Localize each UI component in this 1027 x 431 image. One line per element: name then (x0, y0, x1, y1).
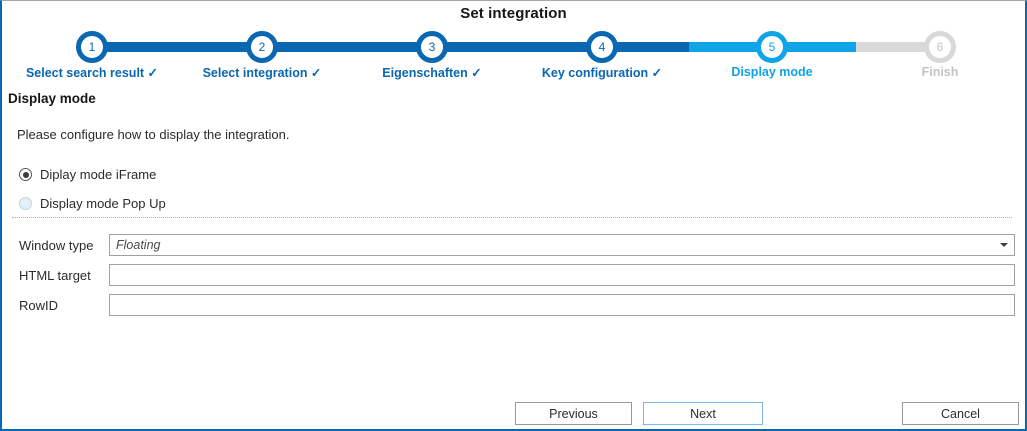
stepper-track-done (92, 42, 689, 52)
field-label: RowID (19, 297, 59, 313)
step-label: Eigenschaften ✓ (382, 66, 482, 80)
field-label: HTML target (19, 267, 91, 283)
field-rowid: RowID (19, 294, 1015, 316)
step-number: 6 (936, 39, 944, 54)
cancel-button[interactable]: Cancel (902, 402, 1019, 425)
radio-option-iframe[interactable]: Diplay mode iFrame (19, 167, 156, 182)
section-heading: Display mode (8, 91, 96, 106)
radio-label: Display mode Pop Up (40, 196, 166, 211)
field-html-target: HTML target (19, 264, 1015, 286)
window-type-value: Floating (116, 238, 161, 252)
html-target-input[interactable] (109, 264, 1015, 286)
step-bullet: 3 (416, 31, 448, 63)
section-intro-text: Please configure how to display the inte… (17, 127, 290, 142)
radio-label: Diplay mode iFrame (40, 167, 157, 182)
step-number: 3 (428, 39, 436, 54)
next-button[interactable]: Next (643, 402, 763, 425)
wizard-stepper: 1 Select search result ✓ 2 Select integr… (2, 31, 1025, 85)
rowid-input[interactable] (109, 294, 1015, 316)
step-label: Finish (921, 65, 959, 79)
step-number: 5 (768, 39, 776, 54)
page-title: Set integration (460, 5, 567, 22)
window-type-select[interactable]: Floating (109, 234, 1015, 256)
radio-unselected-icon (19, 197, 32, 210)
step-number: 1 (88, 39, 96, 54)
section-divider (12, 217, 1012, 218)
stepper-track-todo (856, 42, 940, 52)
step-bullet: 6 (924, 31, 956, 63)
step-label: Select integration ✓ (202, 66, 322, 80)
step-bullet: 4 (586, 31, 618, 63)
field-window-type: Window type Floating (19, 234, 1015, 256)
step-bullet: 2 (246, 31, 278, 63)
previous-button[interactable]: Previous (515, 402, 632, 425)
step-label: Select search result ✓ (25, 66, 159, 80)
radio-selected-icon (19, 168, 32, 181)
step-bullet: 5 (756, 31, 788, 63)
step-label: Display mode (731, 65, 813, 79)
field-label: Window type (19, 237, 94, 253)
step-number: 4 (598, 39, 606, 54)
chevron-down-icon (1000, 243, 1008, 247)
step-label: Key configuration ✓ (541, 66, 663, 80)
radio-option-popup[interactable]: Display mode Pop Up (19, 196, 166, 211)
step-bullet: 1 (76, 31, 108, 63)
step-number: 2 (258, 39, 266, 54)
